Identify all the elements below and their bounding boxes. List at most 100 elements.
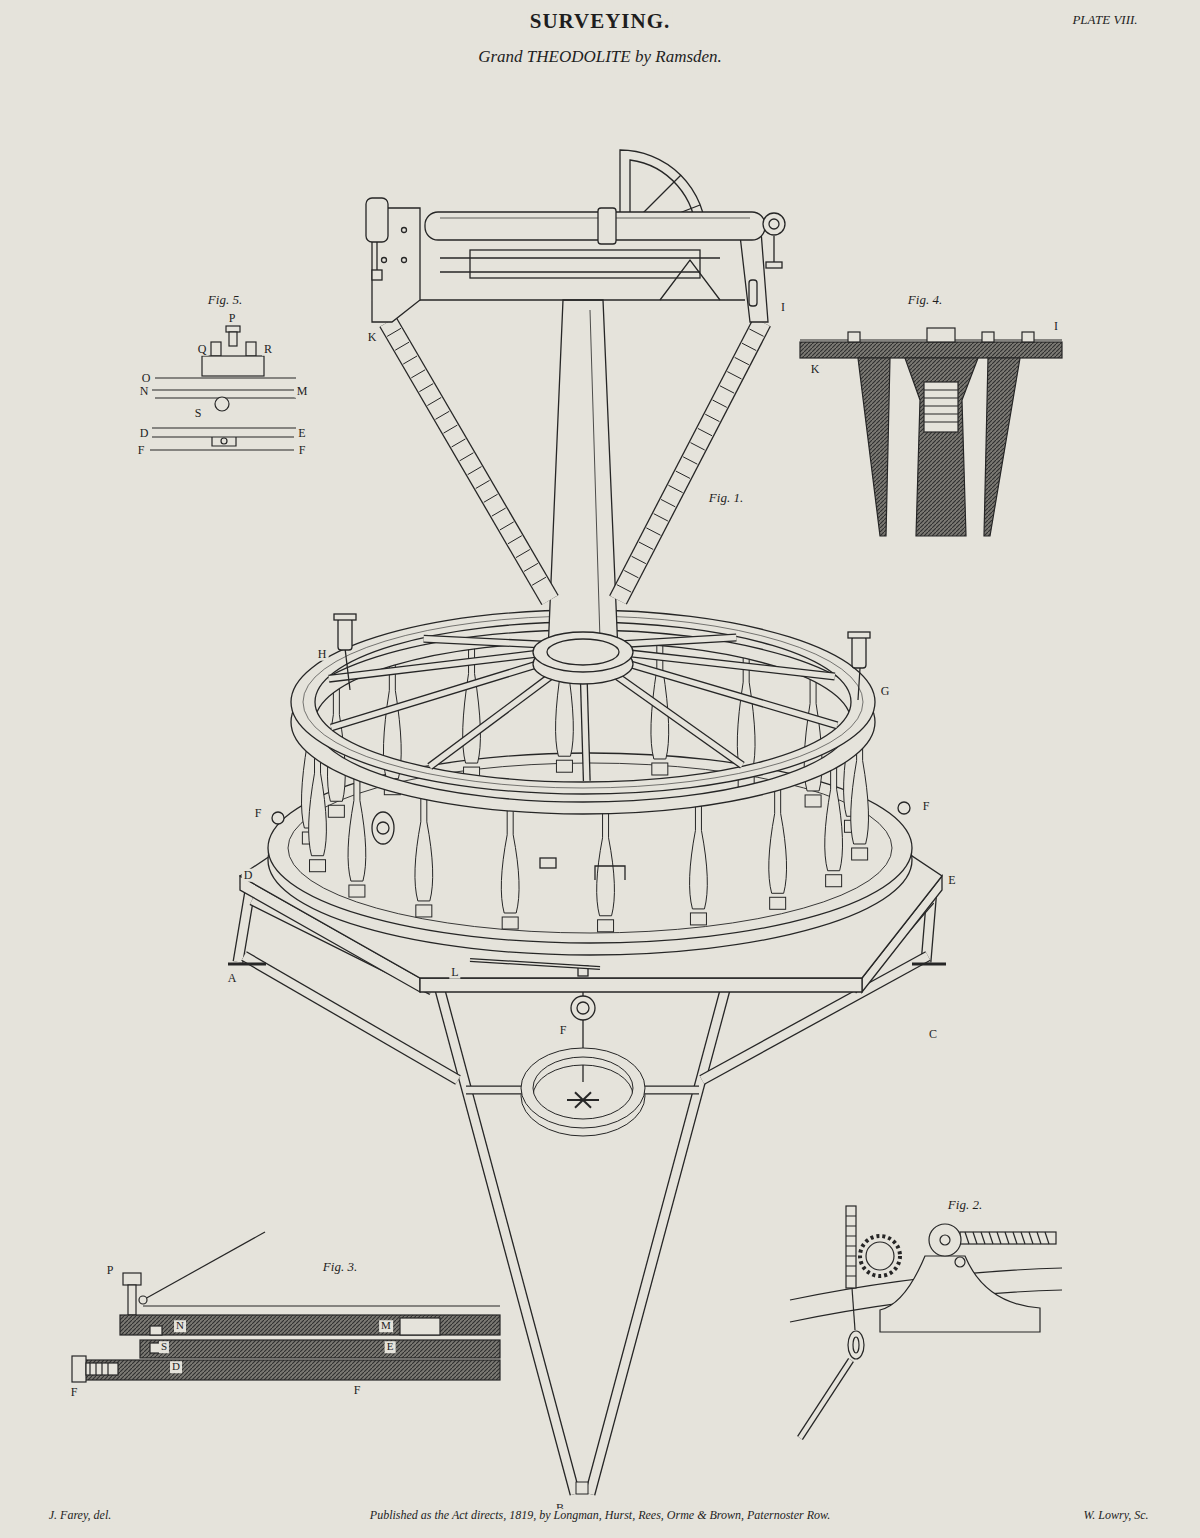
microscopes <box>858 668 860 700</box>
part-letter: P <box>105 1264 116 1277</box>
fig2-detail <box>955 1257 965 1267</box>
part-letter: D <box>170 1361 182 1373</box>
fig2-detail <box>880 1256 1040 1332</box>
foot-ring <box>643 1086 699 1095</box>
telescope-frame <box>440 218 750 219</box>
telescope-frame <box>598 208 616 244</box>
figure-label: Fig. 2. <box>946 1198 984 1212</box>
telescope-frame <box>660 260 720 300</box>
part-letter: F <box>921 800 932 813</box>
part-letter: Q <box>196 343 209 356</box>
part-letter: O <box>140 372 153 385</box>
fig5-section <box>152 389 294 390</box>
baluster-columns <box>690 913 706 925</box>
ladder-braces <box>624 570 638 577</box>
microscopes <box>272 812 284 824</box>
baluster-columns <box>348 770 366 897</box>
plate-number: PLATE VIII. <box>1070 13 1139 27</box>
ladder-braces <box>698 428 712 435</box>
baluster-columns <box>825 759 843 870</box>
ladder-braces <box>646 528 660 535</box>
stand-legs <box>228 890 946 1494</box>
baluster-columns <box>383 660 401 794</box>
ladder-braces <box>419 384 433 392</box>
part-letter: K <box>366 331 379 344</box>
ladder-braces <box>388 322 550 600</box>
figure-label: Fig. 4. <box>906 293 944 307</box>
part-letter: D <box>138 427 151 440</box>
ladder-braces <box>683 457 697 464</box>
fig2-detail <box>965 1232 1049 1244</box>
part-letter: N <box>174 1320 186 1332</box>
fig2-detail <box>846 1216 856 1276</box>
ladder-braces <box>713 400 727 407</box>
fig3-section <box>400 1318 440 1335</box>
ladder-braces <box>618 322 762 600</box>
microscopes <box>377 822 389 834</box>
ladder-braces <box>749 329 763 336</box>
ladder-braces <box>617 585 631 592</box>
baluster-columns <box>597 808 615 932</box>
part-letter: S <box>193 407 204 420</box>
foot-ring <box>583 1100 591 1108</box>
ladder-braces <box>411 370 425 378</box>
fig4-section <box>924 390 958 422</box>
fig2-handle <box>800 1360 851 1438</box>
circle-spokes <box>625 653 835 677</box>
central-column <box>533 632 633 672</box>
part-letter: D <box>242 869 255 882</box>
fig5-section <box>152 436 294 437</box>
microscopes <box>334 614 356 620</box>
microscopes <box>338 618 352 650</box>
fig4-section <box>1022 332 1034 342</box>
part-letter: F <box>253 807 264 820</box>
ladder-braces <box>668 485 682 492</box>
fig2-detail <box>846 1206 856 1288</box>
fig5-section <box>202 356 264 376</box>
plate-title: SURVEYING. <box>528 10 673 32</box>
fig3-section <box>150 1326 162 1335</box>
baluster-columns <box>690 800 708 925</box>
telescope-frame <box>763 213 785 235</box>
ladder-braces <box>532 577 546 585</box>
fig5-section <box>150 326 296 450</box>
fig5-section <box>229 332 237 346</box>
foot-ring <box>466 1087 523 1093</box>
telescope-frame <box>376 242 377 272</box>
baluster-columns <box>501 805 519 929</box>
circle-spokes <box>329 623 837 781</box>
plumb-line <box>577 1002 589 1014</box>
circle-spokes <box>609 671 742 765</box>
baluster-columns <box>826 875 842 887</box>
ladder-braces <box>661 499 675 506</box>
telescope-frame <box>366 198 388 242</box>
part-letter: P <box>227 312 238 325</box>
central-column <box>590 310 600 640</box>
part-letter: A <box>226 972 239 985</box>
part-letter: C <box>927 1028 939 1041</box>
ladder-braces <box>492 508 506 516</box>
fig3-section <box>140 1340 500 1358</box>
telescope-frame <box>425 212 765 240</box>
foot-ring <box>521 1048 645 1128</box>
baluster-columns <box>597 808 615 916</box>
telescope-frame <box>366 150 785 322</box>
fig3-section <box>143 1232 265 1300</box>
ladder-braces <box>508 536 522 544</box>
plate-subtitle: Grand THEODOLITE by Ramsden. <box>476 48 724 66</box>
microscopes <box>345 648 350 690</box>
foot-ring <box>583 1092 591 1100</box>
engraver-credit: W. Lowry, Sc. <box>1081 1509 1150 1522</box>
stand-legs <box>238 890 250 962</box>
fig5-section <box>212 437 236 446</box>
microscopes <box>470 960 600 968</box>
ladder-braces <box>676 471 690 478</box>
part-letter: K <box>809 363 822 376</box>
telescope-frame <box>372 270 382 280</box>
fig5-section <box>155 377 296 378</box>
foot-ring <box>567 1099 583 1101</box>
ladder-braces <box>427 397 441 405</box>
part-letter: L <box>449 966 460 979</box>
horizontal-circle <box>303 616 863 788</box>
